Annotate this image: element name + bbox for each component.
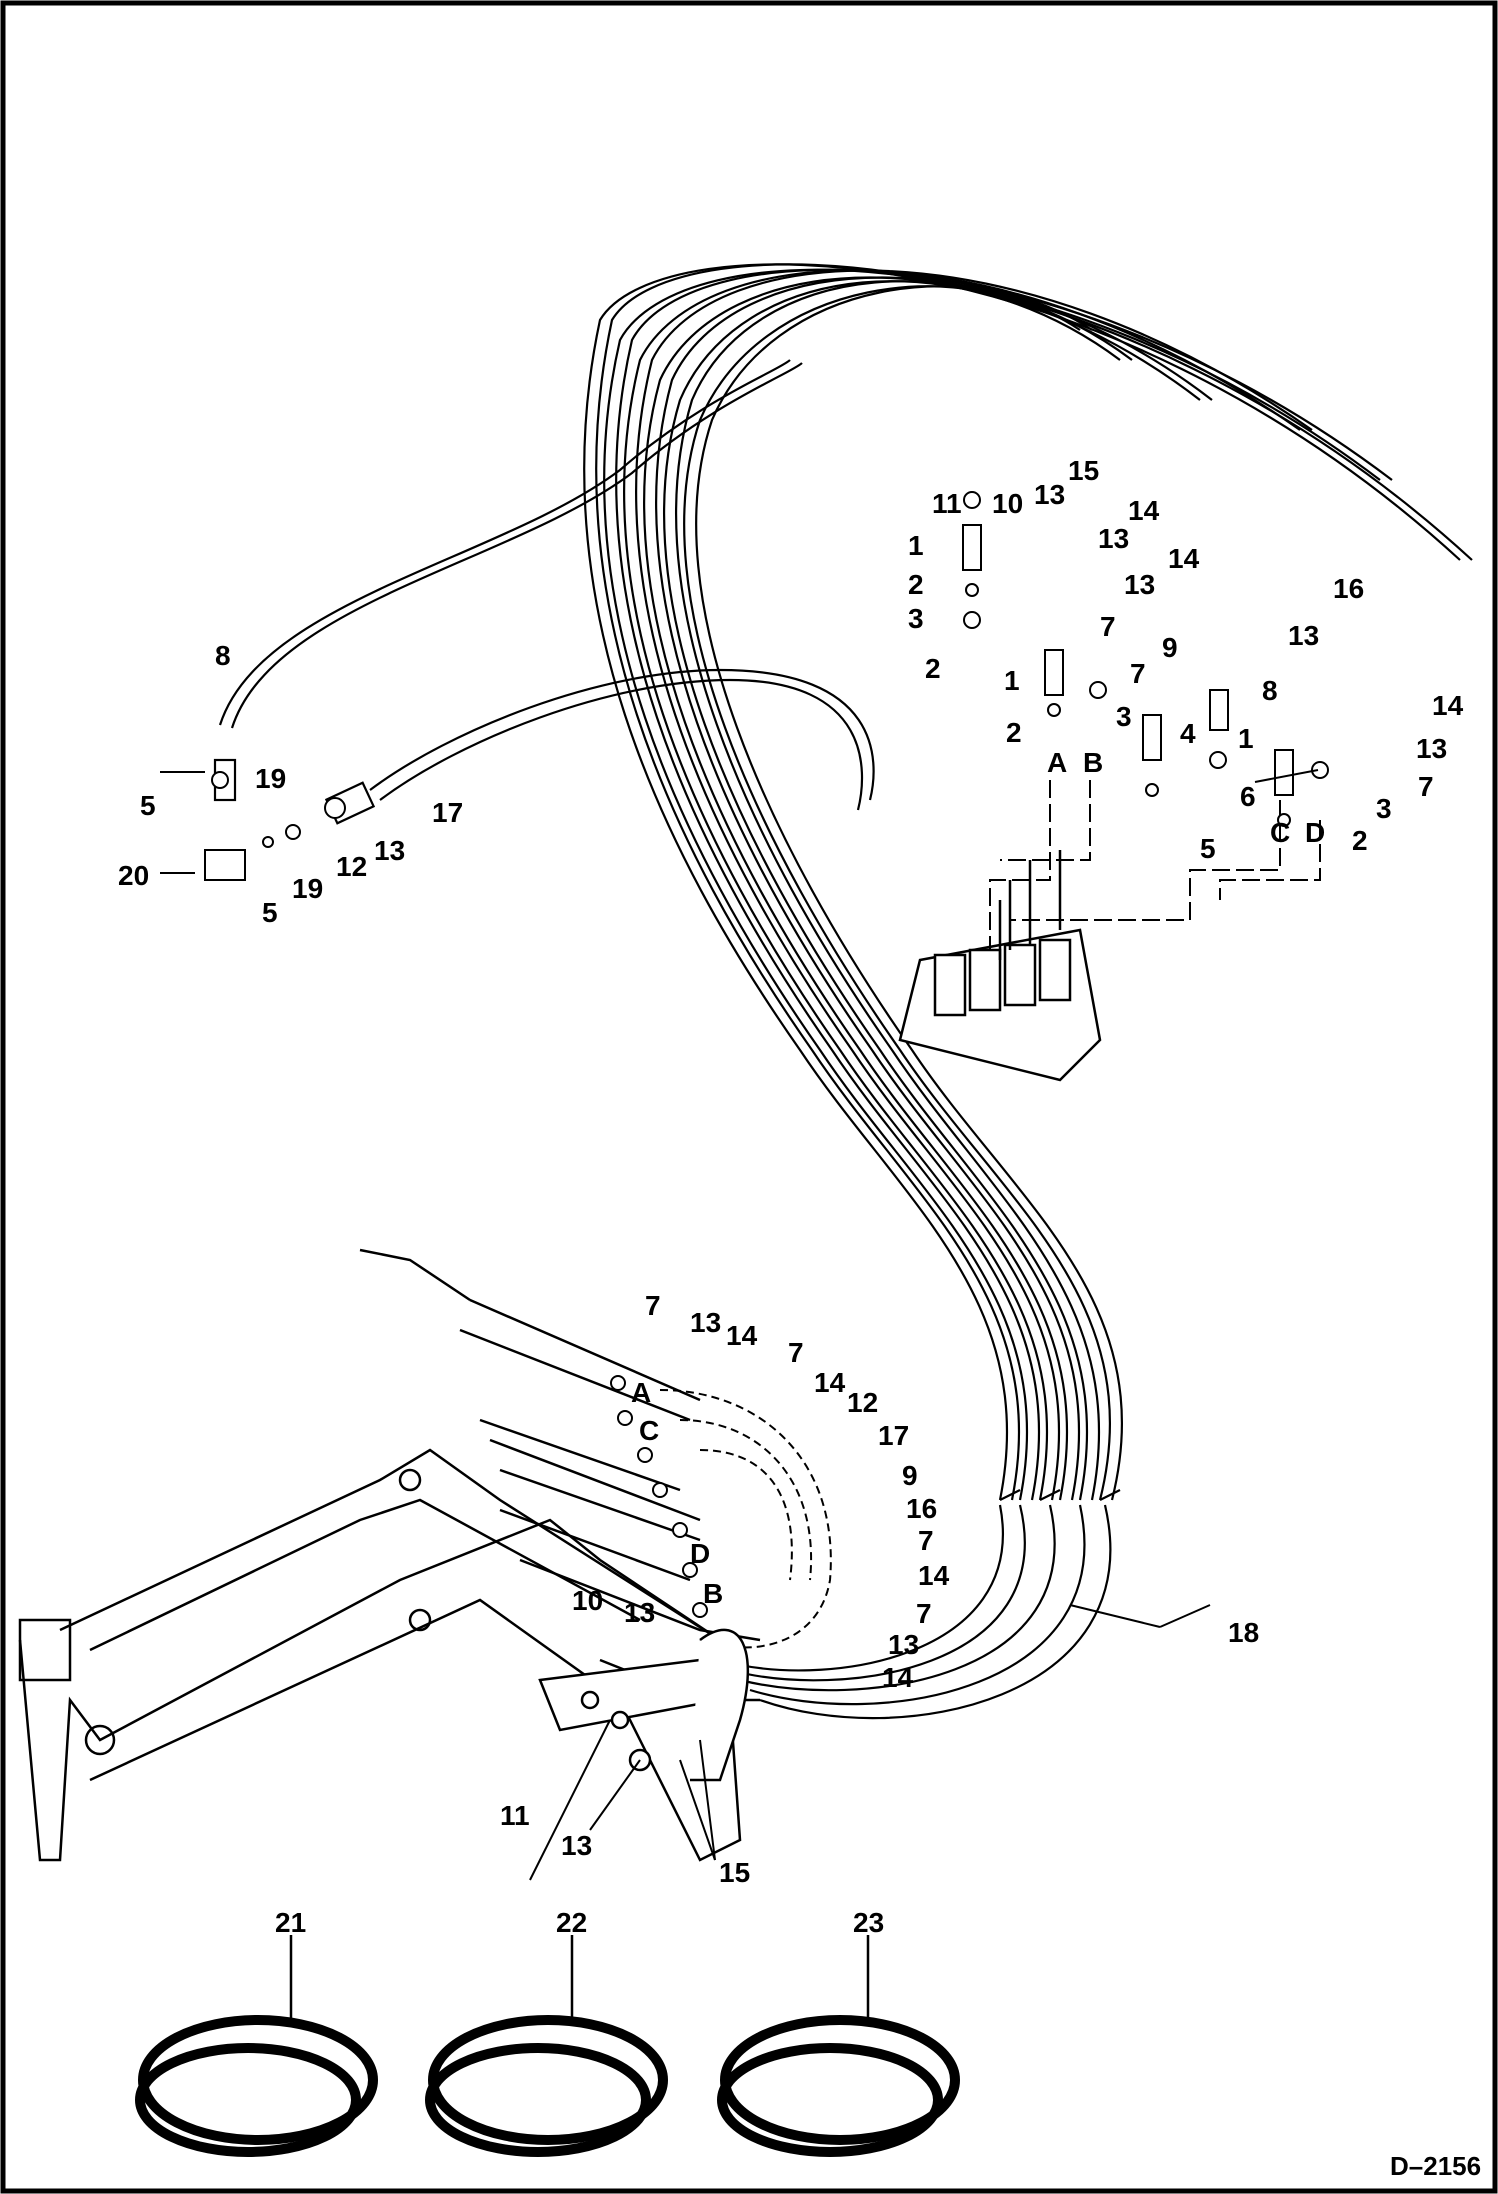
callout-13: 13 bbox=[1124, 569, 1155, 600]
callout-leaders bbox=[160, 769, 1319, 1881]
boom-arm bbox=[18, 1248, 761, 1862]
callout-21: 21 bbox=[275, 1907, 306, 1938]
coil-leaders bbox=[289, 1935, 870, 2020]
callout-5: 5 bbox=[140, 790, 156, 821]
callout-b: B bbox=[703, 1578, 723, 1609]
callout-17: 17 bbox=[878, 1420, 909, 1451]
drawing-code: D–2156 bbox=[1390, 2151, 1481, 2181]
callout-15: 15 bbox=[719, 1857, 750, 1888]
callout-13: 13 bbox=[1098, 523, 1129, 554]
callout-14: 14 bbox=[882, 1662, 914, 1693]
callout-a: A bbox=[1047, 747, 1067, 778]
callout-16: 16 bbox=[906, 1493, 937, 1524]
callout-13: 13 bbox=[690, 1307, 721, 1338]
callout-23: 23 bbox=[853, 1907, 884, 1938]
callout-8: 8 bbox=[215, 640, 231, 671]
callout-22: 22 bbox=[556, 1907, 587, 1938]
callout-11: 11 bbox=[932, 488, 962, 519]
callout-14: 14 bbox=[1432, 690, 1464, 721]
callout-7: 7 bbox=[788, 1337, 804, 1368]
callout-14: 14 bbox=[918, 1560, 950, 1591]
callout-13: 13 bbox=[561, 1830, 592, 1861]
callout-3: 3 bbox=[1376, 793, 1392, 824]
callout-14: 14 bbox=[814, 1367, 846, 1398]
callout-14: 14 bbox=[1128, 495, 1160, 526]
callout-5: 5 bbox=[262, 897, 278, 928]
callout-3: 3 bbox=[908, 603, 924, 634]
callout-2: 2 bbox=[908, 569, 924, 600]
callout-c: C bbox=[1270, 817, 1290, 848]
callout-1: 1 bbox=[1238, 723, 1254, 754]
callout-13: 13 bbox=[1416, 733, 1447, 764]
callout-10: 10 bbox=[992, 488, 1023, 519]
callout-6: 6 bbox=[1240, 781, 1256, 812]
callout-16: 16 bbox=[1333, 573, 1364, 604]
callout-20: 20 bbox=[118, 860, 149, 891]
boom-fittings bbox=[610, 1375, 832, 1649]
callout-19: 19 bbox=[292, 873, 323, 904]
callout-7: 7 bbox=[645, 1290, 661, 1321]
callout-2: 2 bbox=[1352, 825, 1368, 856]
top-fittings bbox=[204, 491, 1329, 881]
cylinder bbox=[538, 1628, 749, 1782]
callout-7: 7 bbox=[1130, 658, 1146, 689]
callout-2: 2 bbox=[925, 653, 941, 684]
callout-7: 7 bbox=[918, 1525, 934, 1556]
callout-14: 14 bbox=[1168, 543, 1200, 574]
connection-leaders bbox=[989, 780, 1321, 950]
callout-5: 5 bbox=[1200, 833, 1216, 864]
callout-19: 19 bbox=[255, 763, 286, 794]
callout-7: 7 bbox=[1100, 611, 1116, 642]
callout-17: 17 bbox=[432, 797, 463, 828]
callout-1: 1 bbox=[1004, 665, 1020, 696]
callout-15: 15 bbox=[1068, 455, 1099, 486]
callout-13: 13 bbox=[1034, 479, 1065, 510]
callout-d: D bbox=[1305, 817, 1325, 848]
callout-13: 13 bbox=[1288, 620, 1319, 651]
callout-12: 12 bbox=[847, 1387, 878, 1418]
callout-10: 10 bbox=[572, 1585, 603, 1616]
left-hoses bbox=[213, 359, 875, 825]
callout-13: 13 bbox=[374, 835, 405, 866]
callout-8: 8 bbox=[1262, 675, 1278, 706]
callout-13: 13 bbox=[624, 1597, 655, 1628]
callout-c: C bbox=[639, 1415, 659, 1446]
callout-b: B bbox=[1083, 747, 1103, 778]
callout-12: 12 bbox=[336, 851, 367, 882]
callout-7: 7 bbox=[916, 1598, 932, 1629]
callout-13: 13 bbox=[888, 1629, 919, 1660]
callout-3: 3 bbox=[1116, 701, 1132, 732]
callout-1: 1 bbox=[908, 530, 924, 561]
callout-9: 9 bbox=[1162, 632, 1178, 663]
hose-bundle bbox=[583, 263, 1473, 1720]
coil-hoses bbox=[135, 2015, 960, 2157]
callout-a: A bbox=[631, 1377, 651, 1408]
callout-18: 18 bbox=[1228, 1617, 1259, 1648]
control-valve bbox=[898, 850, 1102, 1082]
callout-14: 14 bbox=[726, 1320, 758, 1351]
callout-d: D bbox=[690, 1538, 710, 1569]
callout-7: 7 bbox=[1418, 771, 1434, 802]
callout-9: 9 bbox=[902, 1460, 918, 1491]
callout-4: 4 bbox=[1180, 718, 1196, 749]
callout-11: 11 bbox=[500, 1800, 530, 1831]
callout-2: 2 bbox=[1006, 717, 1022, 748]
